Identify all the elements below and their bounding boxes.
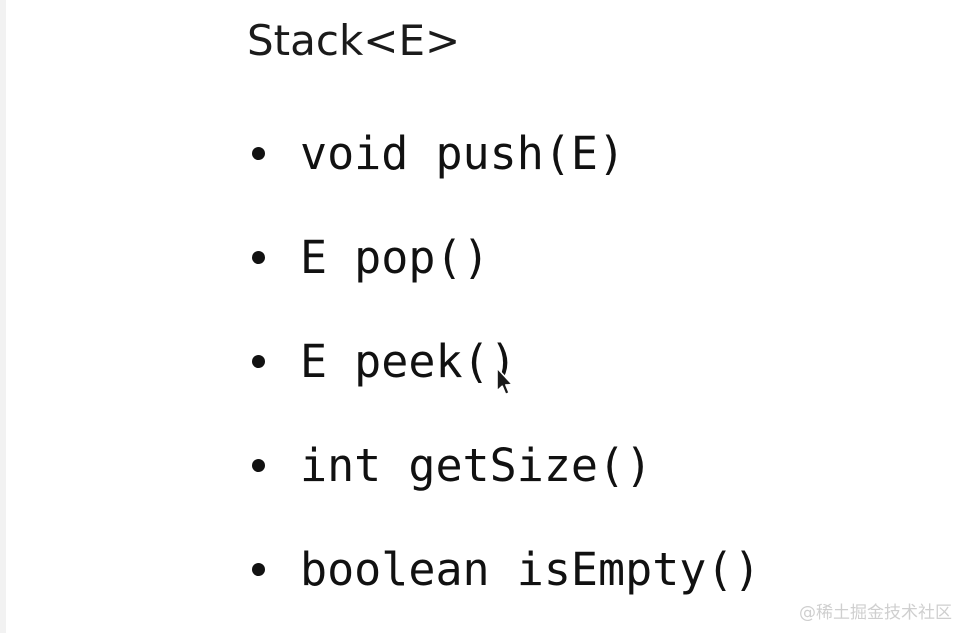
page-title: Stack<E> <box>247 16 461 65</box>
list-item: E pop() <box>247 232 947 336</box>
method-signature: E pop() <box>300 231 490 284</box>
method-signature: E peek() <box>300 335 517 388</box>
left-edge-strip <box>0 0 6 633</box>
bullet-icon <box>252 147 265 160</box>
list-item: int getSize() <box>247 440 947 544</box>
method-signature: boolean isEmpty() <box>300 543 761 596</box>
method-signature: void push(E) <box>300 127 626 180</box>
list-item: void push(E) <box>247 128 947 232</box>
method-signature: int getSize() <box>300 439 653 492</box>
watermark-text: @稀土掘金技术社区 <box>799 603 952 623</box>
bullet-icon <box>252 459 265 472</box>
bullet-icon <box>252 563 265 576</box>
bullet-icon <box>252 251 265 264</box>
list-item: E peek() <box>247 336 947 440</box>
bullet-icon <box>252 355 265 368</box>
list-item: boolean isEmpty() <box>247 544 947 633</box>
method-list: void push(E) E pop() E peek() int getSiz… <box>247 128 947 633</box>
